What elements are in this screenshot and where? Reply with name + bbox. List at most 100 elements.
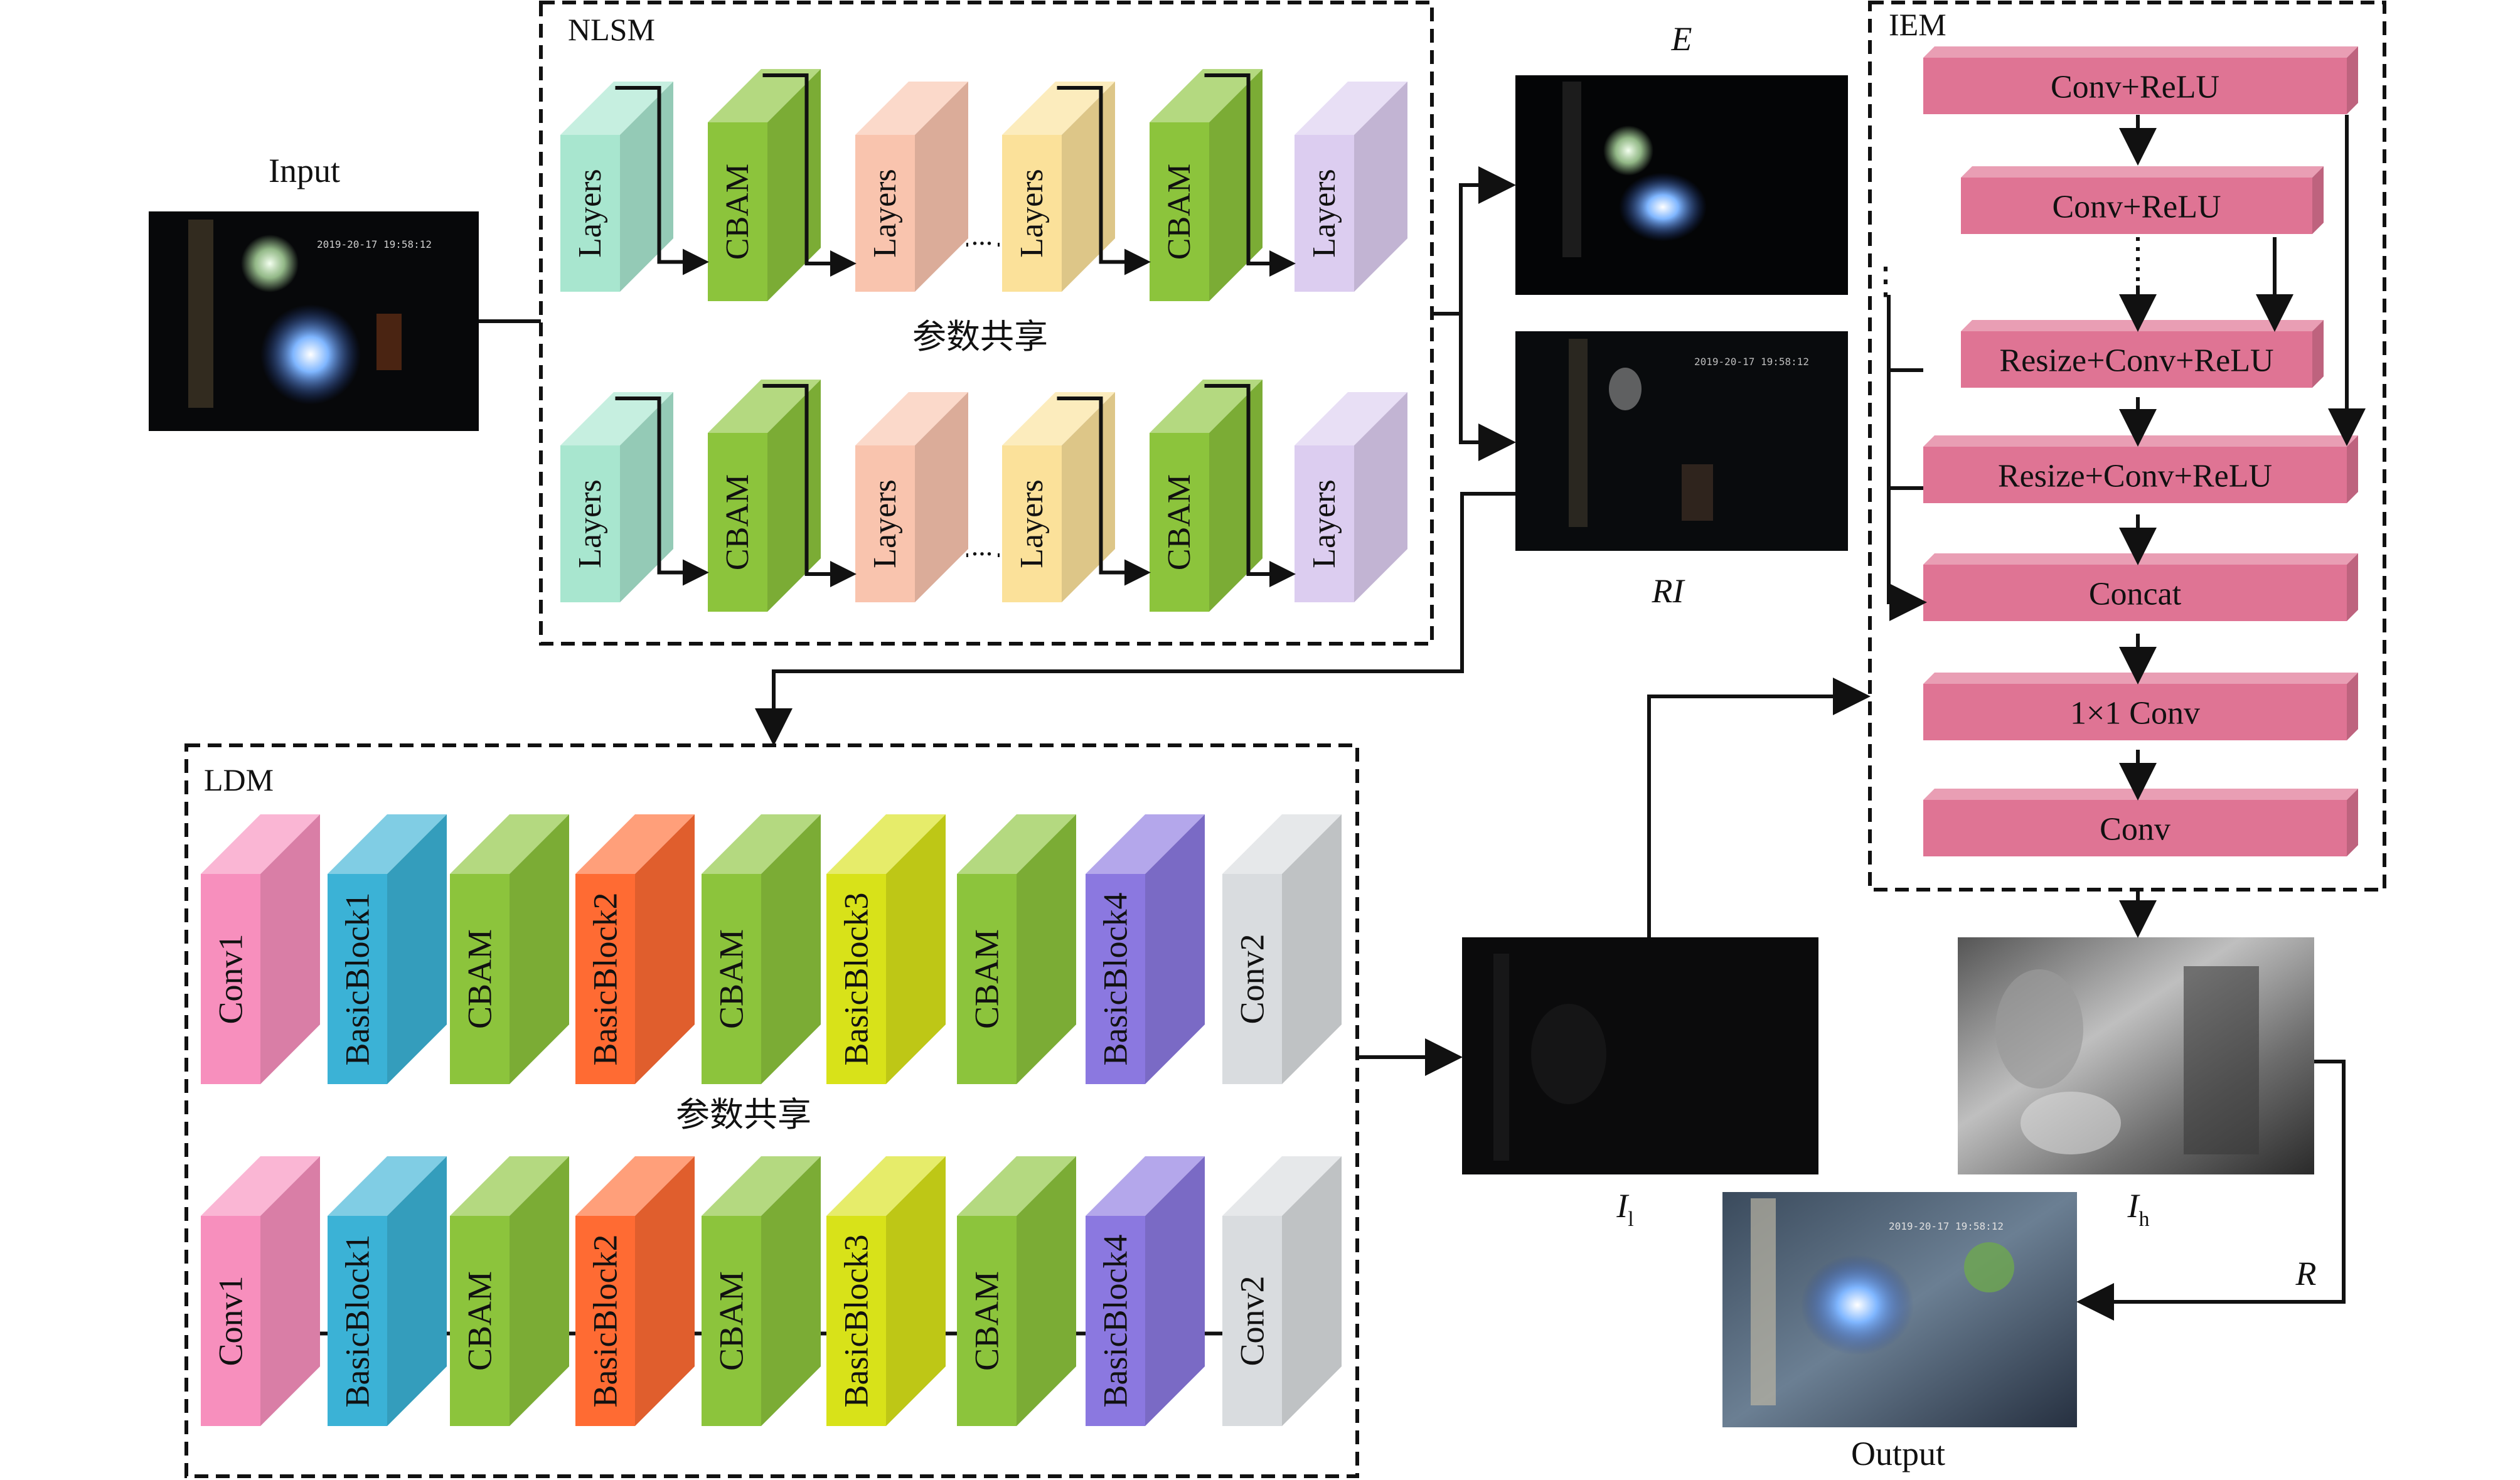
ri-image: 2019-20-17 19:58:12 bbox=[1515, 331, 1848, 551]
nlsm-row-2-ellipsis: ... bbox=[971, 530, 993, 562]
ldm-row-2-block-6-front-face bbox=[957, 1216, 1017, 1426]
nlsm-row-1-block-0-top-face bbox=[560, 82, 673, 135]
ldm-row-1-block-7-front-face bbox=[1086, 874, 1145, 1084]
ldm-row-2-block-3-front-face bbox=[575, 1216, 635, 1426]
nlsm-row-2-block-1: CBAM bbox=[708, 380, 821, 612]
ldm-row-1-block-8-top-face bbox=[1222, 814, 1342, 874]
ldm-row-2-block-8: Conv2 bbox=[1222, 1156, 1342, 1426]
ldm-row-1-block-4-label: CBAM bbox=[713, 929, 750, 1029]
nlsm-row-2-block-5-top-face bbox=[1150, 380, 1263, 433]
iem-block-1-front-face bbox=[1961, 178, 2312, 234]
nlsm-row-2-block-6: Layers bbox=[1295, 392, 1407, 602]
ldm-row-1-block-5-front-face bbox=[826, 874, 886, 1084]
nlsm-row-1-block-4-top-face bbox=[1002, 82, 1115, 135]
ldm-row-2-block-3-side-face bbox=[635, 1156, 695, 1426]
nlsm-row-2-block-0: Layers bbox=[560, 392, 673, 602]
ldm-row-1-block-2-front-face bbox=[450, 874, 510, 1084]
ldm-row-1-block-6-front-face bbox=[957, 874, 1017, 1084]
iem-block-0-top-face bbox=[1923, 46, 2358, 58]
ldm-row-1-block-0-top-face bbox=[201, 814, 320, 874]
iem-block-4-side-face bbox=[2347, 553, 2358, 621]
ldm-row-2-block-4-top-face bbox=[702, 1156, 821, 1216]
nlsm-row-1-block-5-label: CBAM bbox=[1161, 164, 1197, 260]
ldm-row-2-block-5: BasicBlock3 bbox=[826, 1156, 946, 1426]
iem-block-2: Resize+Conv+ReLU bbox=[1961, 320, 2324, 388]
ldm-row-2-block-4-side-face bbox=[761, 1156, 821, 1426]
nlsm-row-1-skip-0-1 bbox=[615, 86, 709, 275]
iem-block-4-label: Concat bbox=[2089, 577, 2182, 612]
nlsm-row-2-skip-5-6 bbox=[1204, 384, 1296, 587]
ldm-row-1-block-3-top-face bbox=[575, 814, 695, 874]
ldm-row-2-block-8-top-face bbox=[1222, 1156, 1342, 1216]
nlsm-row-2-block-6-label: Layers bbox=[1306, 479, 1342, 568]
nlsm-row-1-skip-5-6 bbox=[1204, 73, 1296, 277]
ldm-row-2-block-2-side-face bbox=[510, 1156, 569, 1426]
nlsm-row-1-skip-1-2 bbox=[762, 73, 857, 277]
ldm-row-1-block-0-front-face bbox=[201, 874, 260, 1084]
iem-block-1: Conv+ReLU bbox=[1961, 166, 2324, 234]
nlsm-row-1-block-4-label: Layers bbox=[1014, 169, 1050, 257]
ldm-row-2-block-5-label: BasicBlock3 bbox=[838, 1235, 875, 1408]
nlsm-row-2-block-0-label: Layers bbox=[572, 479, 608, 568]
ri-timestamp: 2019-20-17 19:58:12 bbox=[1694, 356, 1809, 368]
input-image: 2019-20-17 19:58:12 bbox=[149, 211, 479, 431]
e-label: E bbox=[1671, 20, 1692, 58]
nlsm-row-2-block-0-top-face bbox=[560, 392, 673, 445]
nlsm-row-2-block-2: Layers bbox=[855, 392, 968, 602]
iem-block-5-side-face bbox=[2347, 673, 2358, 740]
ldm-row-1-block-8-front-face bbox=[1222, 874, 1282, 1084]
nlsm-row-1-skip-4-5 bbox=[1057, 86, 1151, 275]
nlsm-row-2-block-4-top-face bbox=[1002, 392, 1115, 445]
ldm-row-2-block-6: CBAM bbox=[957, 1156, 1076, 1426]
ldm-row-2-block-7: BasicBlock4 bbox=[1086, 1156, 1205, 1426]
ldm-row-1-block-3-label: BasicBlock2 bbox=[587, 893, 624, 1066]
ldm-row-1-block-0-side-face bbox=[260, 814, 320, 1084]
ldm-row-1-block-5-label: BasicBlock3 bbox=[838, 893, 875, 1066]
ldm-row-2-block-5-front-face bbox=[826, 1216, 886, 1426]
iem-block-stack: Conv+ReLUConv+ReLUResize+Conv+ReLUResize… bbox=[1923, 46, 2358, 856]
ldm-row-1-block-5-top-face bbox=[826, 814, 946, 874]
ldm-title: LDM bbox=[204, 762, 274, 797]
nlsm-row-1-block-4: Layers bbox=[1002, 82, 1115, 292]
ldm-row-1-block-8-label: Conv2 bbox=[1234, 934, 1271, 1024]
nlsm-row-2-block-0-front-face bbox=[560, 445, 620, 602]
ldm-row-1-block-4-front-face bbox=[702, 874, 761, 1084]
ih-label-sub: h bbox=[2138, 1208, 2149, 1231]
nlsm-row-2-block-1-label: CBAM bbox=[720, 474, 755, 570]
iem-block-6-side-face bbox=[2347, 789, 2358, 856]
e-image bbox=[1515, 75, 1848, 295]
input-timestamp: 2019-20-17 19:58:12 bbox=[317, 238, 432, 250]
nlsm-row-1-block-1-top-face bbox=[708, 69, 821, 122]
output-image: 2019-20-17 19:58:12 bbox=[1722, 1192, 2077, 1427]
ldm-row-2-block-3-top-face bbox=[575, 1156, 695, 1216]
ih-label: Ih bbox=[2127, 1187, 2150, 1231]
iem-block-5-front-face bbox=[1923, 684, 2347, 740]
ldm-row-2-block-0-front-face bbox=[201, 1216, 260, 1426]
nlsm-row-2-block-5-front-face bbox=[1150, 433, 1209, 612]
ldm-row-1-block-2-label: CBAM bbox=[461, 929, 499, 1029]
iem-block-0-side-face bbox=[2347, 46, 2358, 114]
iem-block-3-front-face bbox=[1923, 447, 2347, 503]
connectors bbox=[479, 115, 2366, 1321]
r-label: R bbox=[2295, 1255, 2317, 1292]
iem-block-1-label: Conv+ReLU bbox=[2052, 189, 2221, 225]
ih-label-main: I bbox=[2127, 1187, 2141, 1225]
iem-block-0: Conv+ReLU bbox=[1923, 46, 2358, 114]
ldm-row-2-block-1: BasicBlock1 bbox=[328, 1156, 447, 1426]
iem-ellipsis-dots: ⋮ bbox=[1867, 260, 1904, 302]
nlsm-row-1-block-2: Layers bbox=[855, 82, 968, 292]
iem-block-6-label: Conv bbox=[2100, 812, 2170, 848]
ldm-row-1-block-2-top-face bbox=[450, 814, 569, 874]
nlsm-row-1-block-0-label: Layers bbox=[572, 169, 608, 257]
ldm-row-1-block-2-side-face bbox=[510, 814, 569, 1084]
ldm-row-1-block-6-side-face bbox=[1017, 814, 1076, 1084]
nlsm-row-2-block-2-side-face bbox=[915, 392, 968, 602]
iem-block-4-top-face bbox=[1923, 553, 2358, 565]
ldm-row-2-block-4: CBAM bbox=[702, 1156, 821, 1426]
iem-block-1-side-face bbox=[2312, 166, 2324, 234]
ldm-row-1-block-7: BasicBlock4 bbox=[1086, 814, 1205, 1084]
iem-block-2-front-face bbox=[1961, 331, 2312, 388]
nlsm-row-1-block-5-front-face bbox=[1150, 122, 1209, 301]
nlsm-row-2-block-5: CBAM bbox=[1150, 380, 1263, 612]
